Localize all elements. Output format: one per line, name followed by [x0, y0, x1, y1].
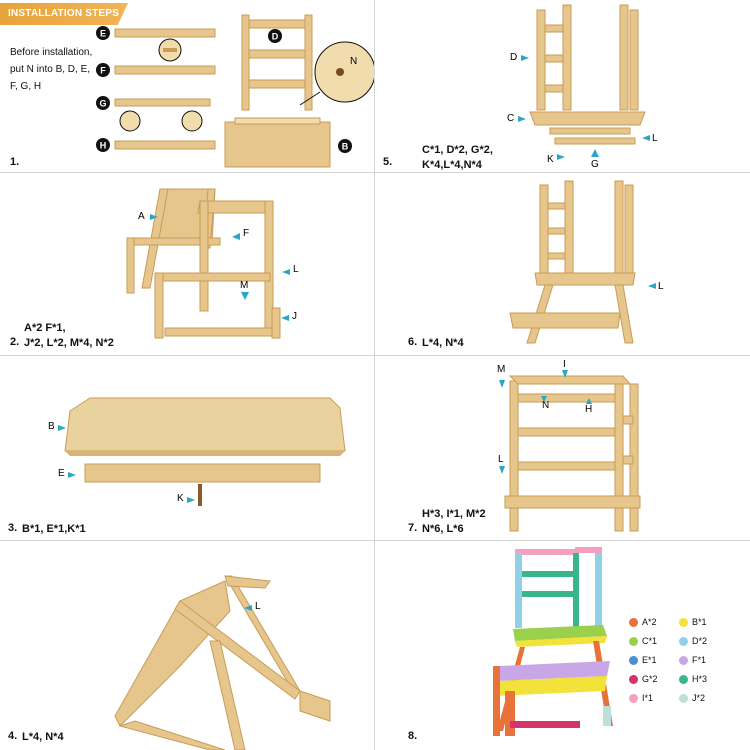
legend-item: F*1 — [679, 655, 706, 665]
svg-text:L: L — [498, 454, 504, 465]
step-1-number: 1. — [10, 156, 19, 168]
legend-swatch — [679, 675, 688, 684]
step-3-drawing: B E K — [0, 356, 374, 540]
step-8-number: 8. — [408, 730, 417, 742]
step-4-panel: L 4. L*4, N*4 — [0, 541, 374, 750]
legend-label: D*2 — [692, 636, 707, 646]
svg-text:L: L — [652, 133, 658, 144]
step-5-panel: D C L K G 5. C*1, D*2, G*2, K*4,L*4,N*4 — [375, 0, 750, 172]
legend-swatch — [629, 694, 638, 703]
step-6-number: 6. — [408, 336, 417, 348]
svg-text:I: I — [563, 359, 566, 370]
step-1-panel: INSTALLATION STEPS Before installation, … — [0, 0, 374, 172]
legend-swatch — [679, 637, 688, 646]
legend-label: A*2 — [642, 617, 657, 627]
legend-item: B*1 — [679, 617, 707, 627]
step-1-drawing: E F G H D N B — [0, 0, 374, 172]
svg-text:M: M — [497, 364, 505, 375]
svg-text:J: J — [292, 311, 297, 322]
legend-swatch — [679, 656, 688, 665]
legend-item: G*2 — [629, 674, 658, 684]
svg-text:L: L — [293, 264, 299, 275]
legend-label: H*3 — [692, 674, 707, 684]
step-7-parts: H*3, I*1, M*2 N*6, L*6 — [422, 507, 486, 537]
legend-item: H*3 — [679, 674, 707, 684]
step-4-drawing: L — [0, 541, 374, 750]
legend-label: J*2 — [692, 693, 705, 703]
svg-text:D: D — [510, 52, 517, 63]
step-7-panel: M I N H L 7. H*3, I*1, M*2 N*6, L*6 — [375, 356, 750, 540]
svg-text:A: A — [138, 211, 145, 222]
legend-swatch — [629, 656, 638, 665]
legend-label: G*2 — [642, 674, 658, 684]
step-6-panel: L 6. L*4, N*4 — [375, 173, 750, 355]
step-7-number: 7. — [408, 522, 417, 534]
svg-text:H: H — [100, 141, 107, 151]
svg-text:D: D — [272, 32, 279, 42]
step-3-panel: B E K 3. B*1, E*1,K*1 — [0, 356, 374, 540]
legend-swatch — [679, 694, 688, 703]
legend-swatch — [679, 618, 688, 627]
legend-item: E*1 — [629, 655, 657, 665]
step-2-panel: A F L M J 2. A*2 F*1, J*2, L*2, M*4, N*2 — [0, 173, 374, 355]
legend-swatch — [629, 675, 638, 684]
step-5-parts: C*1, D*2, G*2, K*4,L*4,N*4 — [422, 143, 493, 172]
svg-text:G: G — [591, 159, 599, 170]
svg-text:L: L — [658, 281, 664, 292]
svg-text:K: K — [547, 154, 554, 165]
legend-item: D*2 — [679, 636, 707, 646]
step-5-number: 5. — [383, 156, 392, 168]
legend-label: B*1 — [692, 617, 707, 627]
step-3-number: 3. — [8, 522, 17, 534]
legend-item: A*2 — [629, 617, 657, 627]
svg-text:G: G — [99, 99, 106, 109]
legend-label: F*1 — [692, 655, 706, 665]
legend-label: E*1 — [642, 655, 657, 665]
svg-text:L: L — [255, 601, 261, 612]
svg-text:H: H — [585, 404, 592, 415]
legend-item: J*2 — [679, 693, 705, 703]
svg-text:N: N — [350, 56, 357, 67]
legend-swatch — [629, 618, 638, 627]
step-3-parts: B*1, E*1,K*1 — [22, 522, 86, 537]
step-2-parts: A*2 F*1, J*2, L*2, M*4, N*2 — [24, 321, 114, 351]
label-e: E — [100, 29, 106, 39]
step-4-parts: L*4, N*4 — [22, 730, 64, 745]
step-2-number: 2. — [10, 336, 19, 348]
svg-text:K: K — [177, 493, 184, 504]
legend-swatch — [629, 637, 638, 646]
svg-text:F: F — [100, 66, 106, 76]
legend-item: I*1 — [629, 693, 653, 703]
svg-text:C: C — [507, 113, 514, 124]
legend-item: C*1 — [629, 636, 657, 646]
svg-text:N: N — [542, 400, 549, 411]
step-4-number: 4. — [8, 730, 17, 742]
legend-label: C*1 — [642, 636, 657, 646]
svg-text:M: M — [240, 280, 248, 291]
legend-label: I*1 — [642, 693, 653, 703]
svg-text:B: B — [342, 142, 349, 152]
svg-text:B: B — [48, 421, 55, 432]
svg-text:E: E — [58, 468, 65, 479]
svg-text:F: F — [243, 228, 249, 239]
step-6-parts: L*4, N*4 — [422, 336, 464, 351]
step-6-drawing: L — [375, 173, 750, 355]
